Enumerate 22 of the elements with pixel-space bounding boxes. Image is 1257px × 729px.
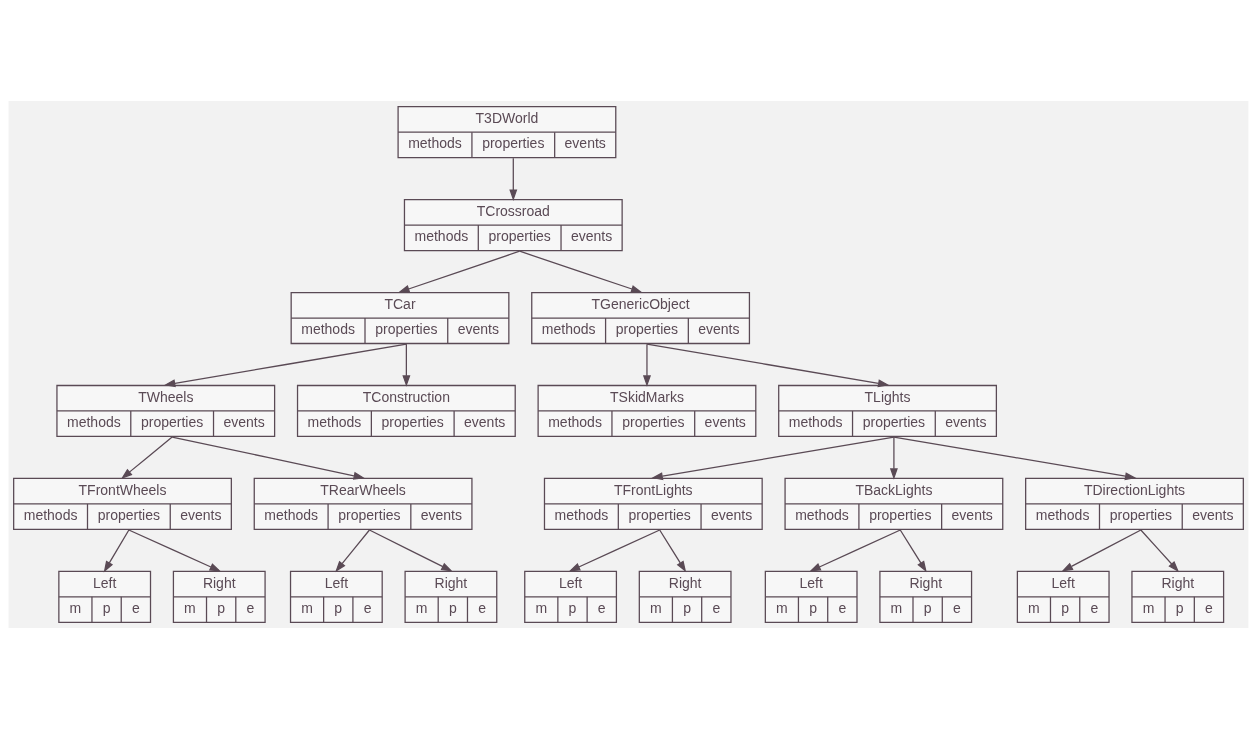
arrow (651, 436, 895, 481)
arrow (121, 436, 173, 479)
arrow (642, 343, 651, 387)
arrow (1061, 529, 1142, 572)
arrow (368, 529, 453, 572)
arrow (568, 529, 661, 572)
arrow (1140, 529, 1180, 573)
arrow (171, 436, 365, 480)
arrow (659, 529, 687, 573)
arrow (103, 529, 130, 573)
arrow (398, 250, 521, 293)
arrow (335, 529, 371, 573)
arrow (402, 343, 411, 387)
arrow (163, 343, 407, 388)
arrow (889, 436, 898, 480)
arrow (128, 529, 221, 572)
arrow (809, 529, 901, 572)
arrow (899, 529, 927, 573)
arrow (646, 343, 890, 388)
arrow (519, 250, 643, 293)
arrow (509, 157, 518, 201)
arrow (893, 436, 1137, 481)
